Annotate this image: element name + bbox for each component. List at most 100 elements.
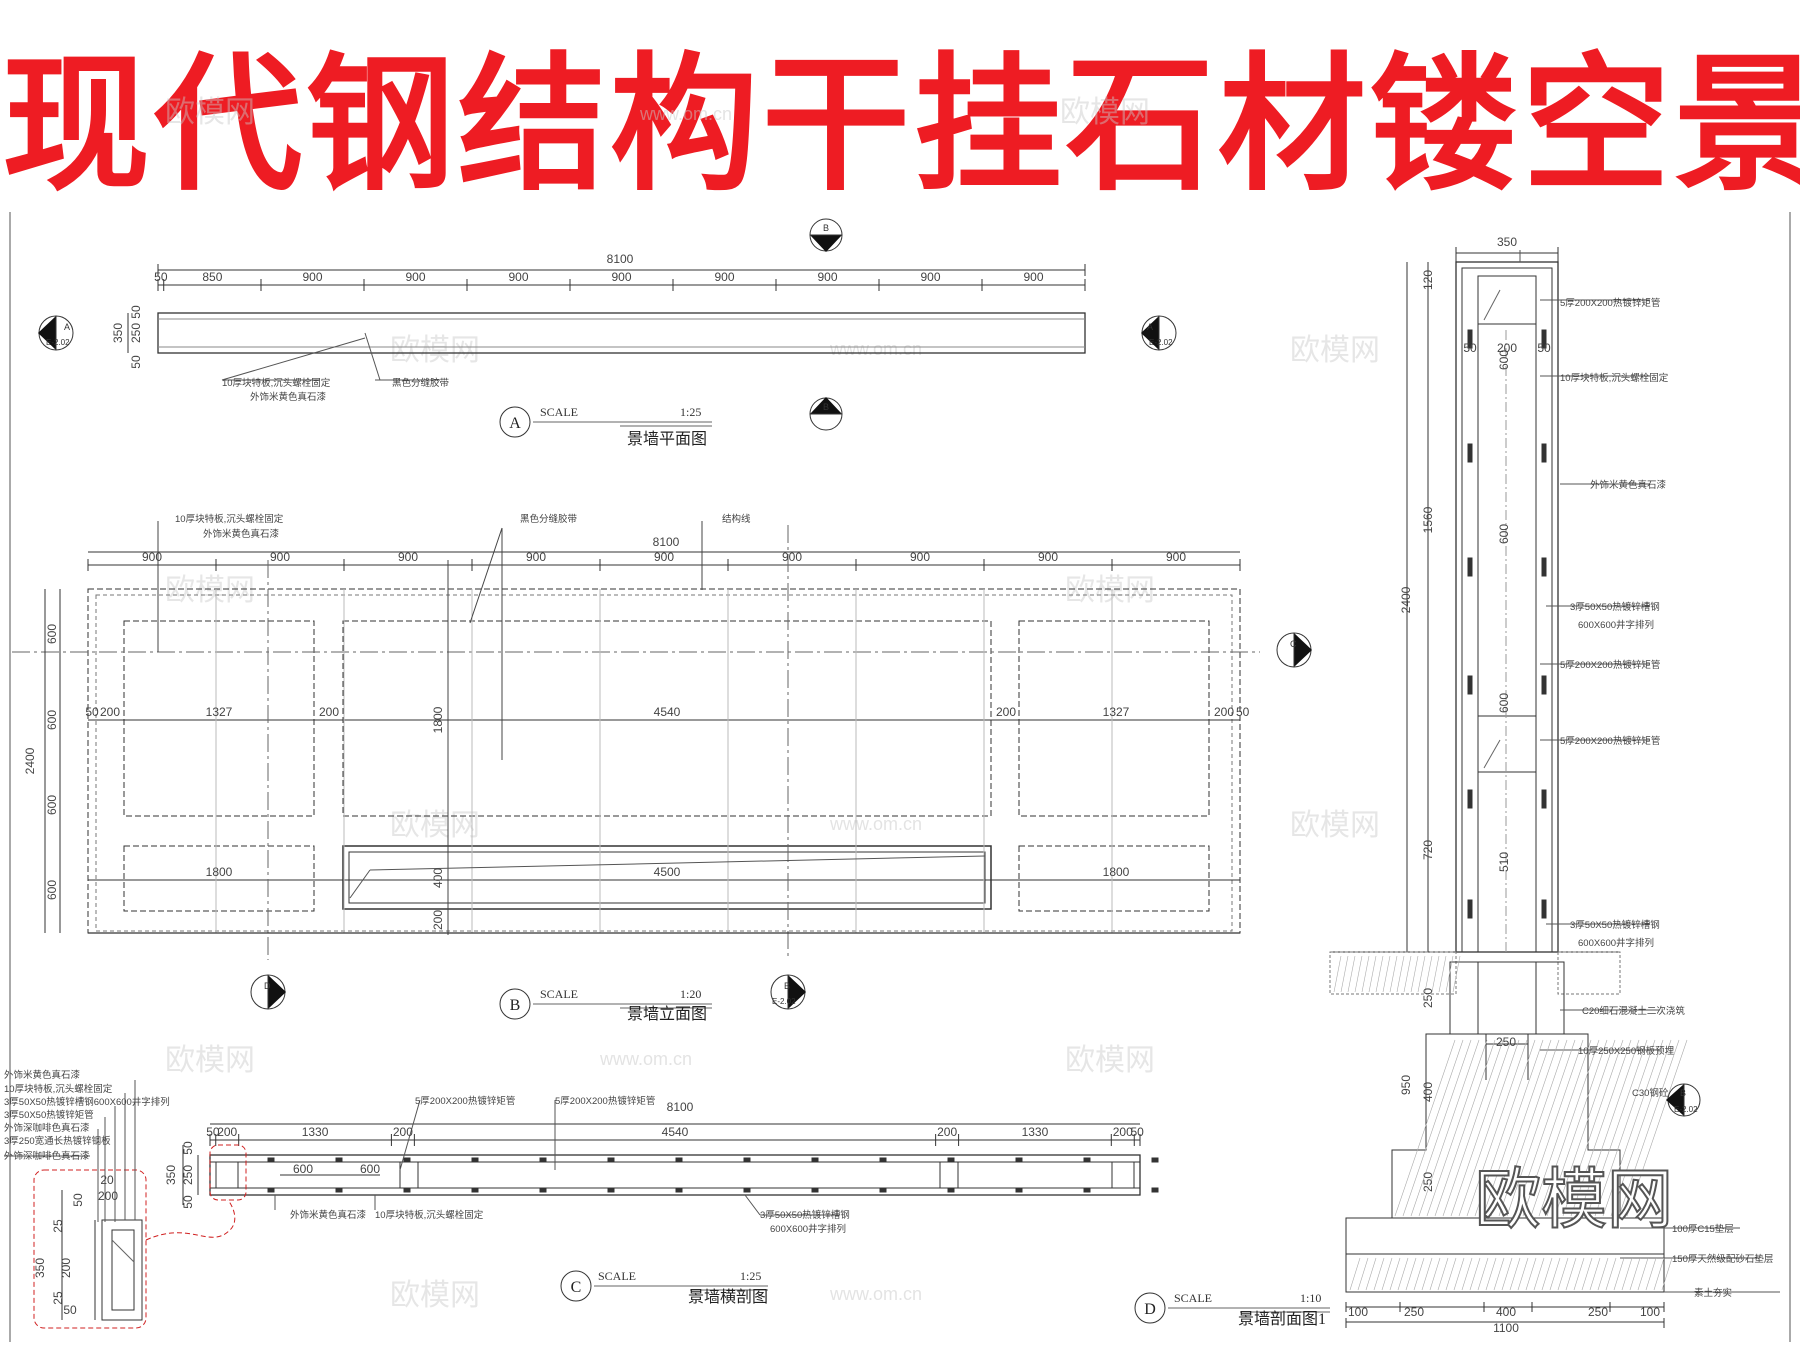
annotation-text: 600X600井字排列 xyxy=(770,1223,846,1235)
dim-text: 350 xyxy=(111,323,125,343)
watermark-text: 欧模网 xyxy=(390,1279,480,1312)
dim-text: 600 xyxy=(1497,350,1511,370)
annotation-text: 10厚块特板,沉头螺栓固定 xyxy=(175,513,284,525)
annotation-text: 黑色分缝胶带 xyxy=(520,513,578,525)
dim-text: 250 xyxy=(1421,988,1435,1008)
svg-text:B: B xyxy=(823,402,829,412)
annotation-text: C20细石混凝土二次浇筑 xyxy=(1582,1005,1685,1017)
annotation-text: 外饰米黄色真石漆 xyxy=(250,391,327,403)
elevation-b xyxy=(12,521,1260,960)
detail-callout-text: 外饰米黄色真石漆 10厚块特板,沉头螺栓固定 3厚50X50热镀锌槽钢600X6… xyxy=(4,1069,170,1317)
dim-text: 50 xyxy=(206,1125,220,1139)
dim-text: 50 xyxy=(154,270,168,284)
annotation-text: 外饰米黄色真石漆 xyxy=(1590,479,1667,491)
drawing-caption: 景墙剖面图1 xyxy=(1238,1310,1326,1328)
dim-text: 250 xyxy=(129,323,143,343)
svg-text:D: D xyxy=(264,981,271,991)
dim-text: 1327 xyxy=(1103,705,1130,719)
dim-text: 50 xyxy=(129,355,143,369)
section-d-hatching xyxy=(1333,955,1688,1291)
dim-text: 50 xyxy=(71,1193,85,1207)
watermark-text: 欧模网 xyxy=(1290,809,1380,842)
dim-text: 250 xyxy=(1496,1035,1516,1049)
watermark-text: 欧模网 xyxy=(390,809,480,842)
caption-letter: B xyxy=(510,997,521,1014)
annotation-text: 5厚200X200热镀锌矩管 xyxy=(1560,297,1660,309)
dim-text: 50 xyxy=(181,1195,195,1209)
dim-text: 200 xyxy=(937,1125,957,1139)
dim-text: 900 xyxy=(920,270,940,284)
dim-text: 25 xyxy=(51,1219,65,1233)
dim-text: 200 xyxy=(1497,341,1517,355)
dim-text: 900 xyxy=(782,550,802,564)
dim-text: 850 xyxy=(202,270,222,284)
dim-text: 50 xyxy=(1537,341,1551,355)
drawing-caption: 景墙横剖图 xyxy=(688,1288,768,1306)
base-layer xyxy=(1345,1253,1665,1293)
annotation-text: 10厚块特板,沉头螺栓固定 xyxy=(222,377,331,389)
annotation-text: 黑色分缝胶带 xyxy=(392,377,450,389)
dim-text: 200 xyxy=(100,705,120,719)
overall-dim: 8100 xyxy=(667,1100,694,1114)
annotation-text: 3厚50X50热镀锌槽钢 xyxy=(760,1209,850,1221)
dim-text: 900 xyxy=(302,270,322,284)
dim-text: 50 xyxy=(1463,341,1477,355)
dim-text: 1327 xyxy=(206,705,233,719)
overall-dim: 8100 xyxy=(653,535,680,549)
scale-label: SCALE xyxy=(1174,1291,1212,1305)
scale-value: 1:20 xyxy=(680,987,701,1001)
dim-text: 1330 xyxy=(1022,1125,1049,1139)
annotation-text: 3厚50X50热镀锌槽钢 xyxy=(1570,919,1660,931)
dim-text: 600 xyxy=(45,880,59,900)
dim-text: 50 xyxy=(181,1141,195,1155)
dim-text: 600 xyxy=(45,795,59,815)
annotation-text: 5厚200X200热镀锌矩管 xyxy=(1560,735,1660,747)
dim-text: 50 xyxy=(129,305,143,319)
annotation-text: 10厚块特板,沉头螺栓固定 xyxy=(4,1083,113,1095)
dim-text: 200 xyxy=(431,910,445,930)
dim-text: 900 xyxy=(508,270,528,284)
dim-text: 100 xyxy=(1348,1305,1368,1319)
brand-watermark: 欧模网 xyxy=(1475,1161,1673,1238)
dim-text: 200 xyxy=(1113,1125,1133,1139)
dim-text: 900 xyxy=(1166,550,1186,564)
dim-text: 900 xyxy=(142,550,162,564)
dim-text: 250 xyxy=(1588,1305,1608,1319)
watermark-text: 欧模网 xyxy=(165,96,255,129)
dim-text: 600 xyxy=(1497,693,1511,713)
concrete-pier xyxy=(1449,961,1565,1035)
watermark-text: 欧模网 xyxy=(1290,334,1380,367)
section-wall xyxy=(209,1154,1141,1196)
detail-callout xyxy=(4,1080,247,1329)
svg-text:A: A xyxy=(64,322,70,332)
dim-text: 900 xyxy=(1023,270,1043,284)
dim-text: 250 xyxy=(1404,1305,1424,1319)
section-marker: B E-2.02 xyxy=(770,974,806,1010)
watermark-text: 欧模网 xyxy=(1060,96,1150,129)
dim-text: 600 xyxy=(360,1162,380,1176)
annotation-text: 3厚250宽通长热镀锌钢板 xyxy=(4,1135,111,1147)
dim-text: 1800 xyxy=(206,865,233,879)
overall-dim: 8100 xyxy=(607,252,634,266)
dim-text: 200 xyxy=(996,705,1016,719)
dim-text: 900 xyxy=(526,550,546,564)
scale-value: 1:10 xyxy=(1300,1291,1321,1305)
section-marker: C xyxy=(1276,632,1312,668)
dim-text: 900 xyxy=(405,270,425,284)
svg-text:C: C xyxy=(1290,639,1297,649)
dim-text: 4540 xyxy=(662,1125,689,1139)
annotation-text: 3厚50X50热镀锌矩管 xyxy=(4,1109,94,1121)
drawing-caption: 景墙平面图 xyxy=(627,430,707,448)
dim-text: 900 xyxy=(1038,550,1058,564)
watermark-text: www.om.cn xyxy=(829,814,922,834)
section-d-text: 350 50 200 50 120 1560 2400 720 950 400 … xyxy=(1348,235,1773,1335)
svg-text:E-2.02: E-2.02 xyxy=(1674,1105,1698,1114)
caption-letter: C xyxy=(571,1279,582,1296)
annotation-text: 10厚块特板,沉头螺栓固定 xyxy=(375,1209,484,1221)
section-marker: B E-2.02 xyxy=(1666,1083,1701,1117)
svg-text:E-2.02: E-2.02 xyxy=(46,338,70,347)
opening-center xyxy=(342,620,992,817)
dim-text: 600 xyxy=(1497,524,1511,544)
